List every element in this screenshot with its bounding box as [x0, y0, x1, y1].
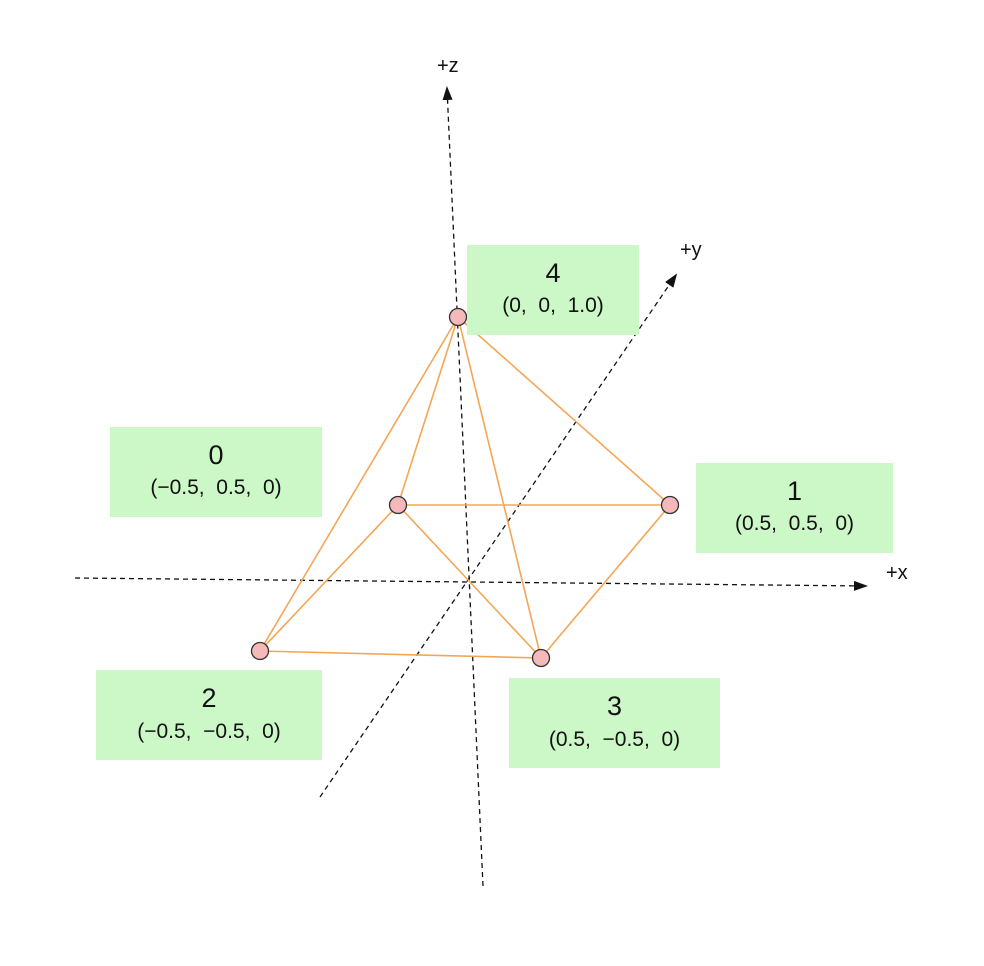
vertex-3-index: 3 [606, 691, 623, 721]
vertex-4-label: 4 (0, 0, 1.0) [467, 245, 639, 335]
z-axis-label: +z [437, 55, 459, 77]
vertex-4-point [448, 307, 468, 327]
vertex-2-index: 2 [201, 683, 217, 713]
vertex-3-label: 3 (0.5, −0.5, 0) [509, 678, 720, 768]
z-axis [442, 86, 484, 887]
edge-3-2 [259, 650, 542, 659]
vertex-1-coords: (0.5, 0.5, 0) [734, 512, 855, 535]
y-axis [319, 273, 678, 798]
y-axis-label: +y [680, 239, 702, 261]
vertex-4-index: 4 [545, 258, 561, 288]
edge-0-3 [397, 504, 542, 659]
edge-4-3 [457, 316, 542, 659]
pyramid-edges [259, 316, 671, 659]
vertex-0-coords: (−0.5, 0.5, 0) [150, 476, 282, 499]
x-axis [74, 577, 868, 591]
x-axis-label: +x [886, 562, 908, 584]
pyramid-vertices [250, 307, 680, 668]
vertex-2-label: 2 (−0.5, −0.5, 0) [96, 670, 322, 760]
edge-1-3 [540, 504, 671, 659]
vertex-1-point [660, 495, 680, 515]
edge-4-1 [457, 316, 671, 506]
vertex-0-point [388, 495, 408, 515]
vertex-1-label: 1 (0.5, 0.5, 0) [696, 463, 893, 553]
vertex-1-index: 1 [786, 476, 803, 506]
edge-4-0 [397, 316, 459, 506]
vertex-3-coords: (0.5, −0.5, 0) [548, 728, 681, 751]
vertex-2-point [250, 641, 270, 661]
edge-4-2 [259, 316, 459, 652]
vertex-3-point [531, 648, 551, 668]
vertex-2-coords: (−0.5, −0.5, 0) [137, 720, 281, 743]
vertex-0-index: 0 [208, 440, 224, 470]
vertex-4-coords: (0, 0, 1.0) [502, 294, 604, 317]
vertex-0-label: 0 (−0.5, 0.5, 0) [110, 427, 322, 517]
edge-2-0 [259, 504, 399, 652]
